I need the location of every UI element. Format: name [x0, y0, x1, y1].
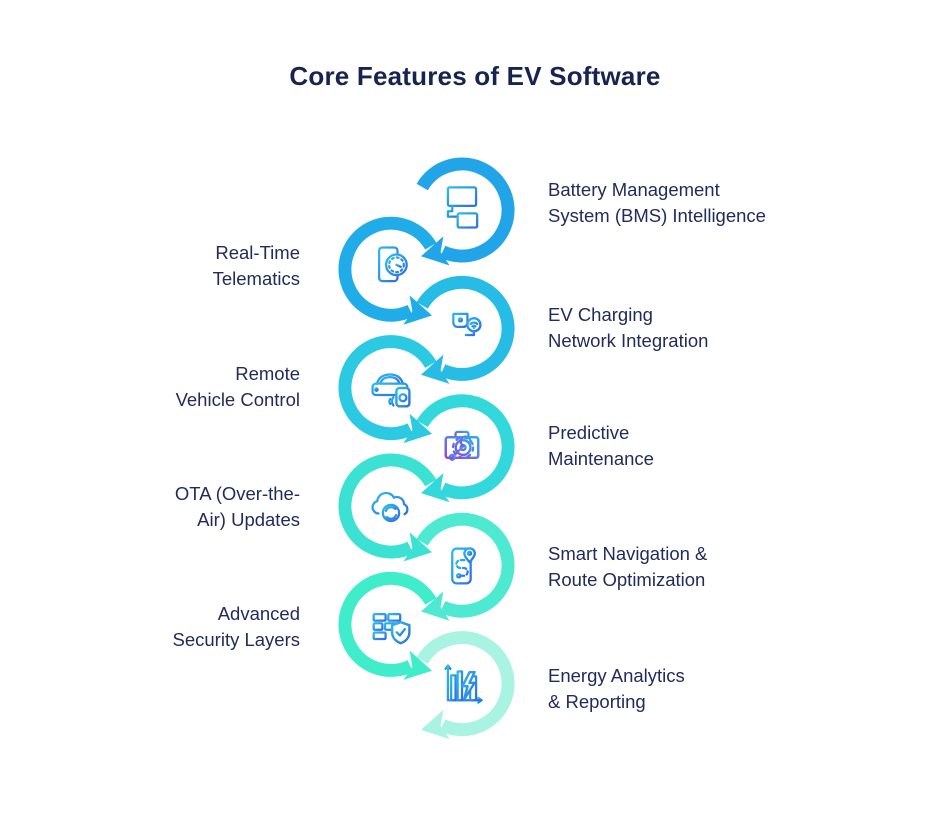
feature-label: Remote Vehicle Control — [175, 363, 300, 410]
ev-charging-plug-icon — [436, 302, 488, 354]
feature-label: Advanced Security Layers — [172, 603, 301, 650]
feature-label: Smart Navigation & Route Optimization — [548, 543, 708, 590]
remote-vehicle-icon — [365, 362, 417, 414]
navigation-route-icon — [436, 540, 488, 592]
maintenance-toolbox-icon — [436, 421, 488, 473]
feature-label: EV Charging Network Integration — [548, 304, 709, 351]
telematics-phone-icon — [365, 241, 417, 293]
energy-analytics-icon — [436, 658, 488, 710]
feature-label: Battery Management System (BMS) Intellig… — [548, 179, 766, 226]
feature-label: Real-Time Telematics — [212, 242, 300, 289]
feature-label: OTA (Over-the- Air) Updates — [174, 483, 300, 530]
feature-label: Energy Analytics & Reporting — [548, 665, 685, 712]
page-title: Core Features of EV Software — [289, 61, 661, 91]
feature-label: Predictive Maintenance — [548, 422, 654, 469]
ota-cloud-icon — [365, 481, 417, 533]
battery-management-icon — [436, 182, 488, 234]
security-shield-icon — [365, 600, 417, 652]
